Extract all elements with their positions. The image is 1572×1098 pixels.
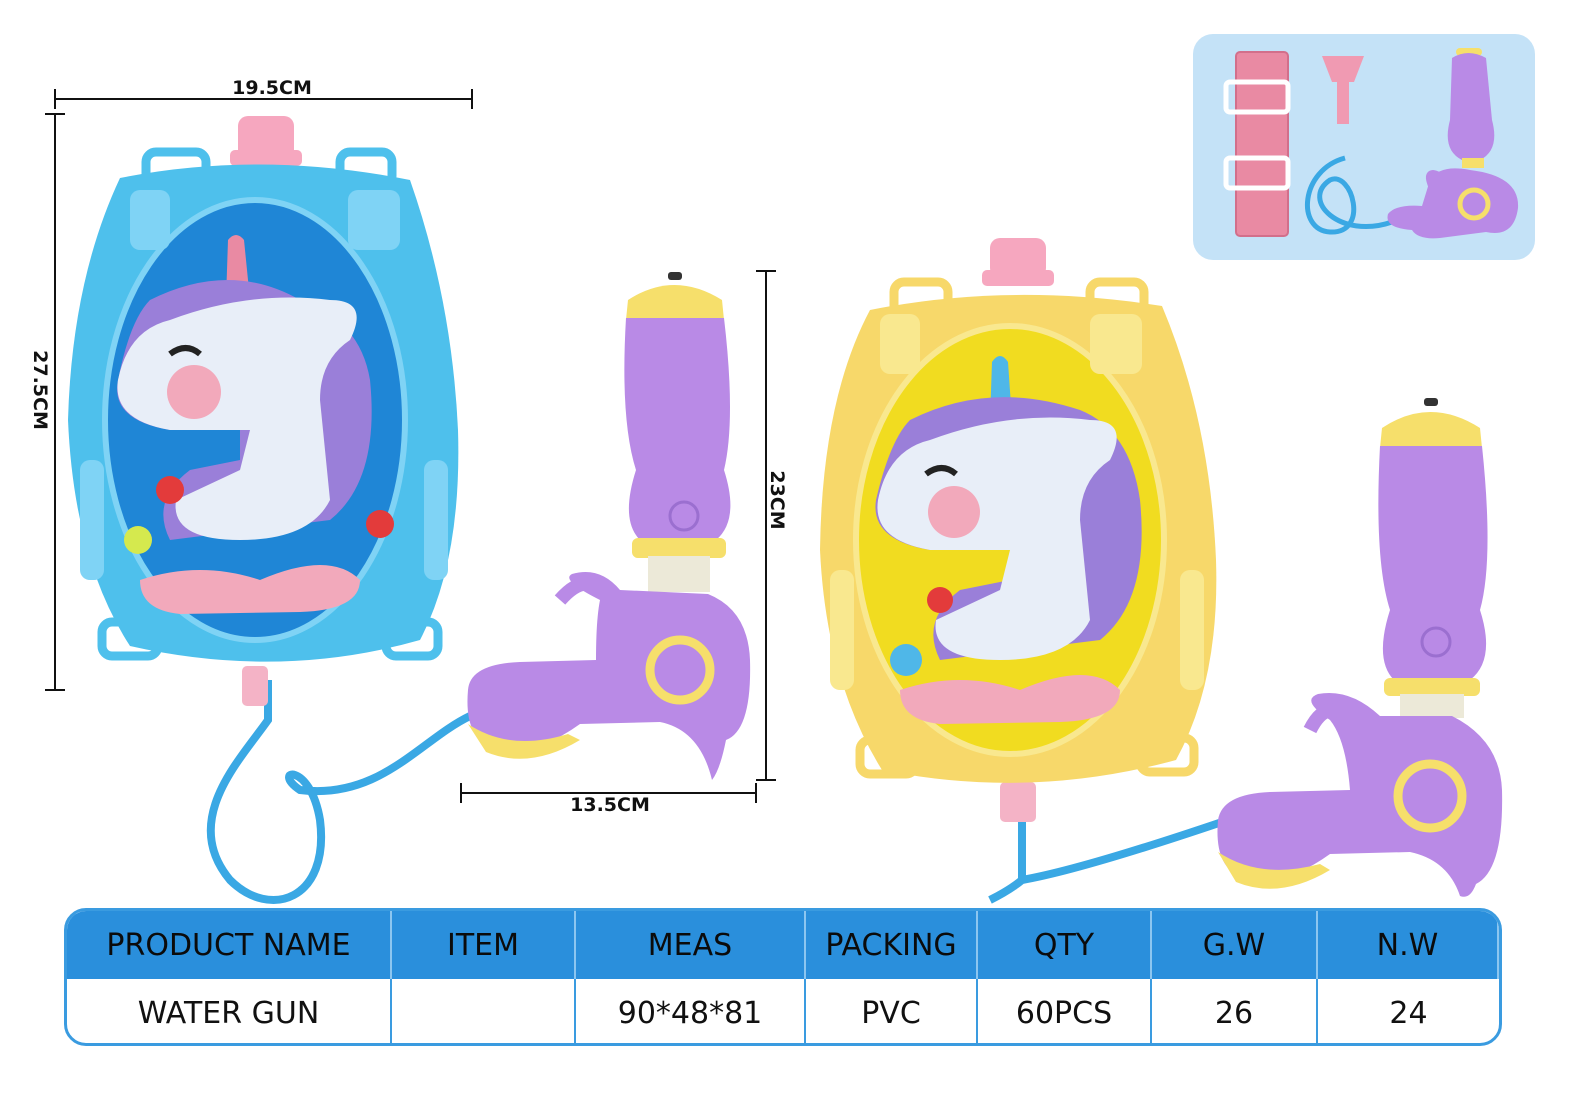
dimension-gun-height-line: [756, 270, 776, 781]
dimension-height-label: 27.5CM: [29, 350, 51, 430]
cell-gross-weight: 26: [1152, 979, 1318, 1043]
cell-net-weight: 24: [1389, 995, 1428, 1031]
spec-table: PRODUCT NAME ITEM MEAS PACKING QTY G.W N…: [64, 908, 1502, 1046]
header-meas: MEAS: [576, 911, 806, 979]
cell-item: [392, 979, 576, 1043]
header-item: ITEM: [392, 911, 576, 979]
header-gross-weight: G.W: [1152, 911, 1318, 979]
cell-qty: 60PCS: [978, 979, 1152, 1043]
yellow-backpack: [820, 238, 1224, 904]
dimension-gun-width-line: [460, 783, 757, 803]
header-qty: QTY: [978, 911, 1152, 979]
header-net-weight: N.W: [1318, 911, 1499, 979]
cell-packing: PVC: [806, 979, 978, 1043]
blue-backpack: [68, 116, 472, 904]
mini-gun-icon: [1387, 48, 1519, 239]
dimension-gun-width-label: 13.5CM: [570, 794, 650, 816]
spec-table-header: PRODUCT NAME ITEM MEAS PACKING QTY G.W N…: [67, 911, 1499, 979]
water-gun-2: [1217, 398, 1503, 897]
header-packing: PACKING: [806, 911, 978, 979]
cell-meas: 90*48*81: [576, 979, 806, 1043]
hose-icon: [1305, 155, 1393, 235]
dimension-height-line: [45, 113, 65, 691]
header-product-name: PRODUCT NAME: [67, 911, 392, 979]
dimension-width-label: 19.5CM: [232, 77, 312, 99]
table-row: WATER GUN 90*48*81 PVC 60PCS 26 24: [67, 979, 1499, 1043]
water-gun-1: [467, 272, 751, 780]
dimension-width-line: [54, 89, 473, 109]
nozzle-icon: [1322, 56, 1364, 124]
accessories-panel: [1193, 34, 1535, 260]
dimension-gun-height-label: 23CM: [766, 470, 788, 529]
cell-product-name: WATER GUN: [67, 979, 392, 1043]
strap-icon: [1223, 51, 1291, 237]
